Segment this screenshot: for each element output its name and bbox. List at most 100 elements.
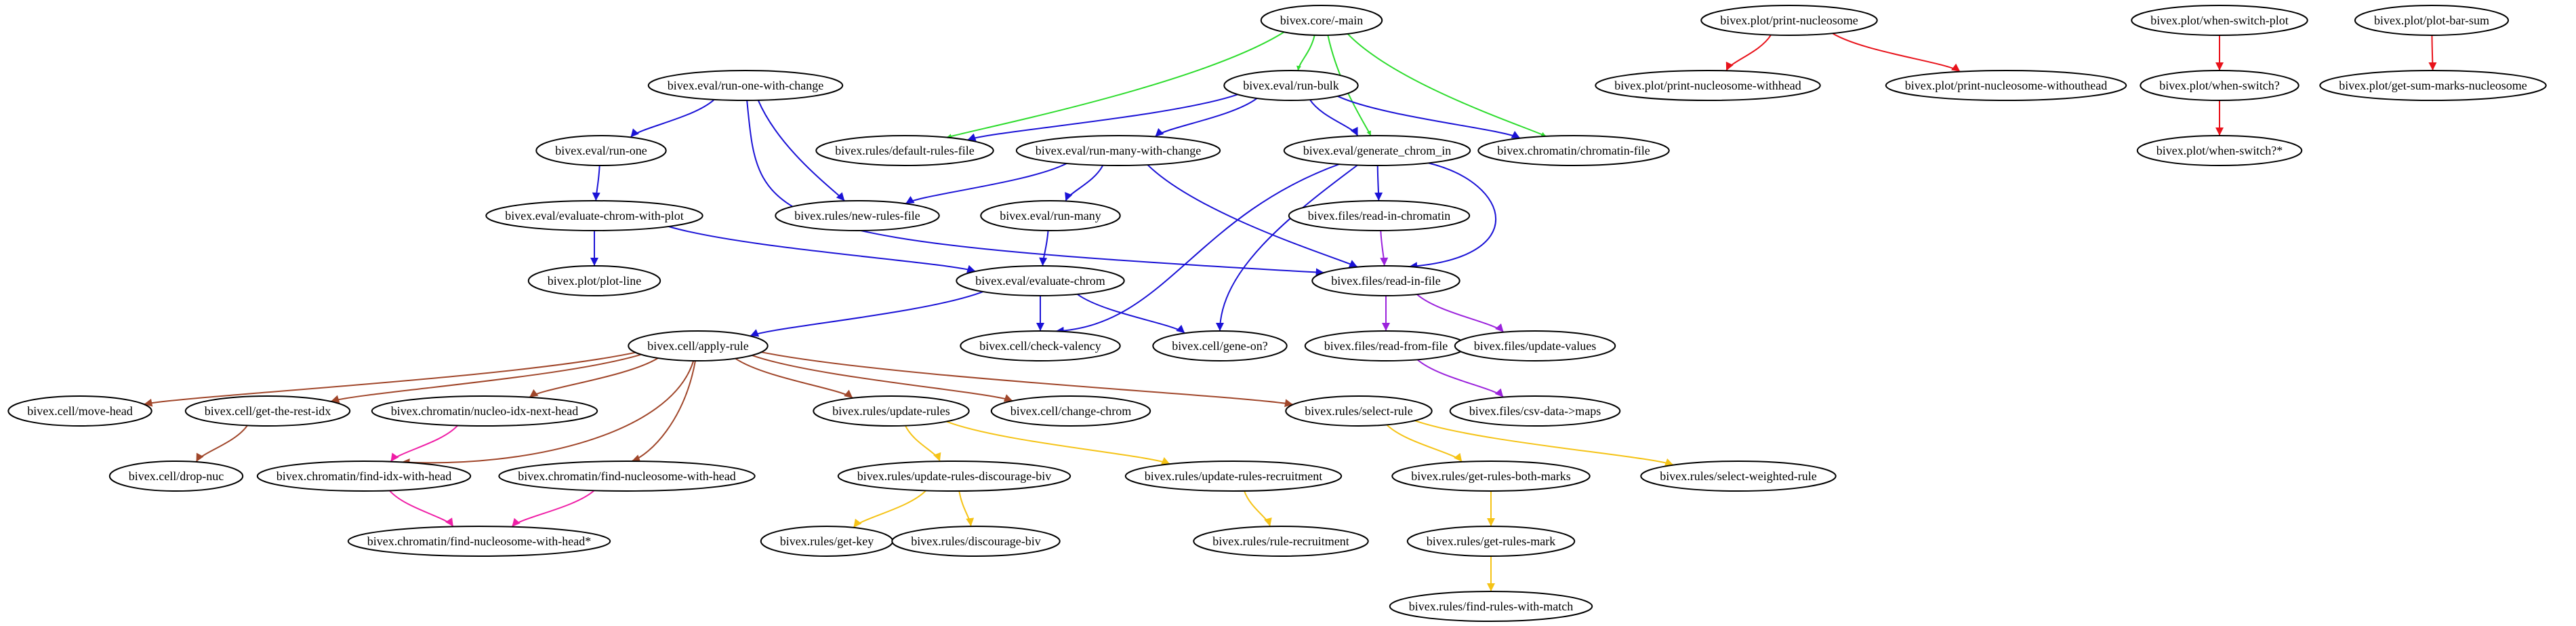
node-ellipse bbox=[2354, 5, 2510, 36]
edge-line bbox=[195, 425, 248, 463]
node-label: bivex.rules/discourage-biv bbox=[911, 534, 1040, 548]
node-label: bivex.rules/get-key bbox=[780, 534, 874, 548]
node-label: bivex.plot/print-nucleosome-withhead bbox=[1614, 79, 1801, 92]
node-check-valency: bivex.cell/check-valency bbox=[960, 330, 1121, 361]
edge-line bbox=[1386, 424, 1463, 463]
node-drop-nuc: bivex.cell/drop-nuc bbox=[108, 461, 244, 492]
node-label: bivex.plot/plot-bar-sum bbox=[2374, 14, 2489, 27]
node-label: bivex.chromatin/find-nucleosome-with-hea… bbox=[367, 534, 591, 548]
edge-layer bbox=[144, 31, 2437, 591]
edge-run-bulk-to-run-many-with-change bbox=[1154, 98, 1258, 138]
edge-line bbox=[1409, 162, 1496, 271]
edge-select-rule-to-get-rules-both-marks bbox=[1386, 424, 1463, 463]
edge-line bbox=[668, 226, 976, 273]
edge-line bbox=[1076, 293, 1185, 334]
edge-line bbox=[330, 353, 642, 404]
edge-apply-rule-to-change-chrom bbox=[752, 354, 1013, 402]
node-ellipse bbox=[1260, 5, 1383, 36]
edge-update-rules-recruitment-to-rule-recruitment bbox=[1244, 490, 1272, 527]
edge-line bbox=[1216, 164, 1358, 332]
node-label: bivex.files/read-in-chromatin bbox=[1308, 209, 1450, 222]
edge-run-bulk-to-chromatin-file bbox=[1337, 95, 1521, 139]
node-run-one-with-change: bivex.eval/run-one-with-change bbox=[647, 70, 844, 101]
edge-line bbox=[1416, 294, 1505, 333]
edge-evaluate-chrom-to-gene-on bbox=[1076, 293, 1185, 334]
node-ellipse bbox=[2319, 70, 2547, 101]
node-ellipse bbox=[535, 135, 667, 166]
node-ellipse bbox=[527, 265, 661, 296]
node-ellipse bbox=[1640, 461, 1837, 492]
edge-evaluate-chrom-to-apply-rule bbox=[750, 291, 983, 337]
node-label: bivex.eval/evaluate-chrom bbox=[975, 274, 1105, 288]
node-label: bivex.rules/find-rules-with-match bbox=[1409, 600, 1573, 613]
node-ellipse bbox=[1595, 70, 1821, 101]
edge-core-main-to-generate-chrom-in bbox=[1327, 35, 1372, 136]
node-when-switch-star: bivex.plot/when-switch?* bbox=[2136, 135, 2303, 166]
edge-line bbox=[1055, 163, 1340, 335]
edge-update-rules-to-update-rules-discourage-biv bbox=[905, 425, 941, 462]
edge-line bbox=[631, 360, 696, 463]
node-label: bivex.eval/evaluate-chrom-with-plot bbox=[505, 209, 683, 222]
edge-generate-chrom-in-to-check-valency bbox=[1055, 163, 1340, 335]
edge-line bbox=[1065, 165, 1104, 202]
node-ellipse bbox=[1449, 395, 1621, 427]
edge-line bbox=[735, 357, 853, 399]
node-ellipse bbox=[1406, 526, 1576, 557]
node-when-switch-plot: bivex.plot/when-switch-plot bbox=[2131, 5, 2308, 36]
edge-apply-rule-to-find-idx-with-head bbox=[401, 360, 695, 467]
node-update-rules: bivex.rules/update-rules bbox=[813, 395, 970, 427]
edge-apply-rule-to-find-nucleosome-with-head bbox=[631, 360, 696, 463]
edge-line bbox=[905, 163, 1067, 205]
edge-line bbox=[750, 291, 983, 337]
node-run-one: bivex.eval/run-one bbox=[535, 135, 667, 166]
node-label: bivex.rules/update-rules-recruitment bbox=[1145, 469, 1322, 483]
node-ellipse bbox=[371, 395, 598, 427]
node-csv-data-maps: bivex.files/csv-data->maps bbox=[1449, 395, 1621, 427]
node-ellipse bbox=[1311, 265, 1460, 296]
edge-line bbox=[1147, 164, 1358, 268]
edge-run-many-with-change-to-read-in-file bbox=[1147, 164, 1358, 268]
node-read-from-file: bivex.files/read-from-file bbox=[1304, 330, 1468, 361]
node-find-rules-with-match: bivex.rules/find-rules-with-match bbox=[1389, 591, 1593, 622]
node-label: bivex.eval/run-bulk bbox=[1243, 79, 1338, 92]
node-label: bivex.cell/get-the-rest-idx bbox=[205, 404, 331, 418]
node-when-switch: bivex.plot/when-switch? bbox=[2140, 70, 2299, 101]
node-find-nucleosome-with-head-star: bivex.chromatin/find-nucleosome-with-hea… bbox=[347, 526, 611, 557]
node-get-sum-marks-nucleosome: bivex.plot/get-sum-marks-nucleosome bbox=[2319, 70, 2547, 101]
edge-line bbox=[1347, 33, 1547, 137]
node-label: bivex.plot/print-nucleosome-withouthead bbox=[1905, 79, 2107, 92]
node-label: bivex.rules/get-rules-both-marks bbox=[1411, 469, 1570, 483]
edge-run-one-with-change-to-run-one bbox=[630, 99, 715, 138]
node-ellipse bbox=[813, 395, 970, 427]
edge-apply-rule-to-move-head bbox=[144, 351, 636, 407]
edge-line bbox=[905, 425, 941, 462]
edge-line bbox=[752, 354, 1013, 402]
node-ellipse bbox=[347, 526, 611, 557]
edge-line bbox=[1374, 165, 1383, 201]
node-update-rules-recruitment: bivex.rules/update-rules-recruitment bbox=[1124, 461, 1343, 492]
node-label: bivex.files/update-values bbox=[1474, 339, 1596, 353]
node-label: bivex.files/read-from-file bbox=[1324, 339, 1448, 353]
edge-run-many-with-change-to-run-many bbox=[1065, 165, 1104, 202]
node-ellipse bbox=[1389, 591, 1593, 622]
node-evaluate-chrom: bivex.eval/evaluate-chrom bbox=[956, 265, 1125, 296]
node-generate-chrom-in: bivex.eval/generate_chrom_in bbox=[1283, 135, 1471, 166]
edge-nucleo-idx-next-head-to-find-idx-with-head bbox=[390, 425, 459, 463]
node-ellipse bbox=[2136, 135, 2303, 166]
edge-evaluate-chrom-with-plot-to-evaluate-chrom bbox=[668, 226, 976, 273]
node-ellipse bbox=[1223, 70, 1359, 101]
node-ellipse bbox=[498, 461, 756, 492]
node-ellipse bbox=[891, 526, 1061, 557]
node-label: bivex.chromatin/find-idx-with-head bbox=[277, 469, 451, 483]
node-label: bivex.rules/update-rules-discourage-biv bbox=[857, 469, 1051, 483]
edge-core-main-to-chromatin-file bbox=[1347, 33, 1547, 137]
edge-core-main-to-default-rules-file bbox=[946, 31, 1285, 139]
node-update-rules-discourage-biv: bivex.rules/update-rules-discourage-biv bbox=[837, 461, 1071, 492]
node-ellipse bbox=[184, 395, 351, 427]
node-ellipse bbox=[837, 461, 1071, 492]
node-label: bivex.plot/when-switch?* bbox=[2156, 144, 2283, 157]
node-move-head: bivex.cell/move-head bbox=[7, 395, 152, 427]
edge-line bbox=[757, 100, 846, 201]
edge-line bbox=[946, 420, 1170, 465]
node-label: bivex.eval/run-many bbox=[1000, 209, 1101, 222]
